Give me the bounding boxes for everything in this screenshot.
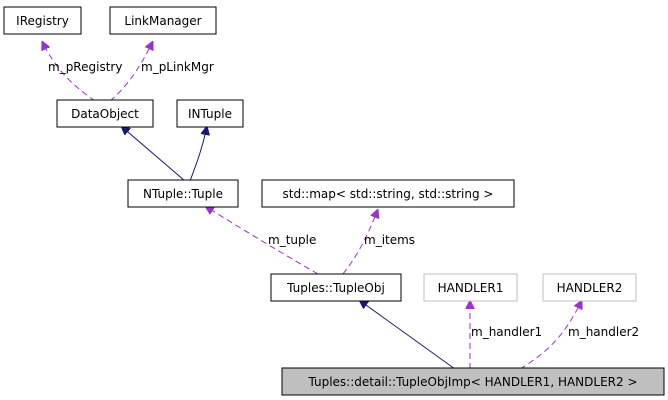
node-linkmanager-label: LinkManager [124,14,201,28]
node-handler2-label: HANDLER2 [557,281,623,295]
node-tupleobj-label: Tuples::TupleObj [286,281,385,295]
node-ntuple-tuple-label: NTuple::Tuple [143,187,223,201]
edge-label-m-tuple: m_tuple [268,233,316,247]
node-intuple[interactable]: INTuple [176,99,244,128]
node-dataobject[interactable]: DataObject [56,99,154,128]
node-std-map[interactable]: std::map< std::string, std::string > [261,179,515,208]
node-handler1-label: HANDLER1 [438,281,504,295]
node-handler2[interactable]: HANDLER2 [542,273,637,302]
edge-m-plinkmgr [109,41,153,102]
edge-inherit-dataobject [121,126,186,182]
edge-m-handler2 [519,300,582,370]
edge-inherit-tupleobj [359,300,456,370]
edge-inherit-intuple [189,126,207,182]
node-ntuple-tuple[interactable]: NTuple::Tuple [127,179,239,208]
edge-label-m-plinkmgr: m_pLinkMgr [141,60,214,74]
edge-label-m-items: m_items [364,233,415,247]
node-intuple-label: INTuple [188,107,232,121]
node-dataobject-label: DataObject [71,107,139,121]
edge-m-tuple [205,206,319,275]
edge-label-m-pregistry: m_pRegistry [48,60,122,74]
node-handler1[interactable]: HANDLER1 [423,273,518,302]
node-tupleobj[interactable]: Tuples::TupleObj [270,273,402,302]
edge-label-m-handler1: m_handler1 [471,325,542,339]
node-iregistry-label: IRegistry [16,14,69,28]
node-tupleobjimp-label: Tuples::detail::TupleObjImp< HANDLER1, H… [307,375,637,389]
edge-m-pregistry [42,41,96,102]
edge-m-items [342,209,378,275]
edge-label-m-handler2: m_handler2 [568,325,639,339]
node-tupleobjimp[interactable]: Tuples::detail::TupleObjImp< HANDLER1, H… [281,367,665,396]
node-linkmanager[interactable]: LinkManager [109,6,217,35]
node-std-map-label: std::map< std::string, std::string > [283,187,494,201]
node-iregistry[interactable]: IRegistry [3,6,82,35]
